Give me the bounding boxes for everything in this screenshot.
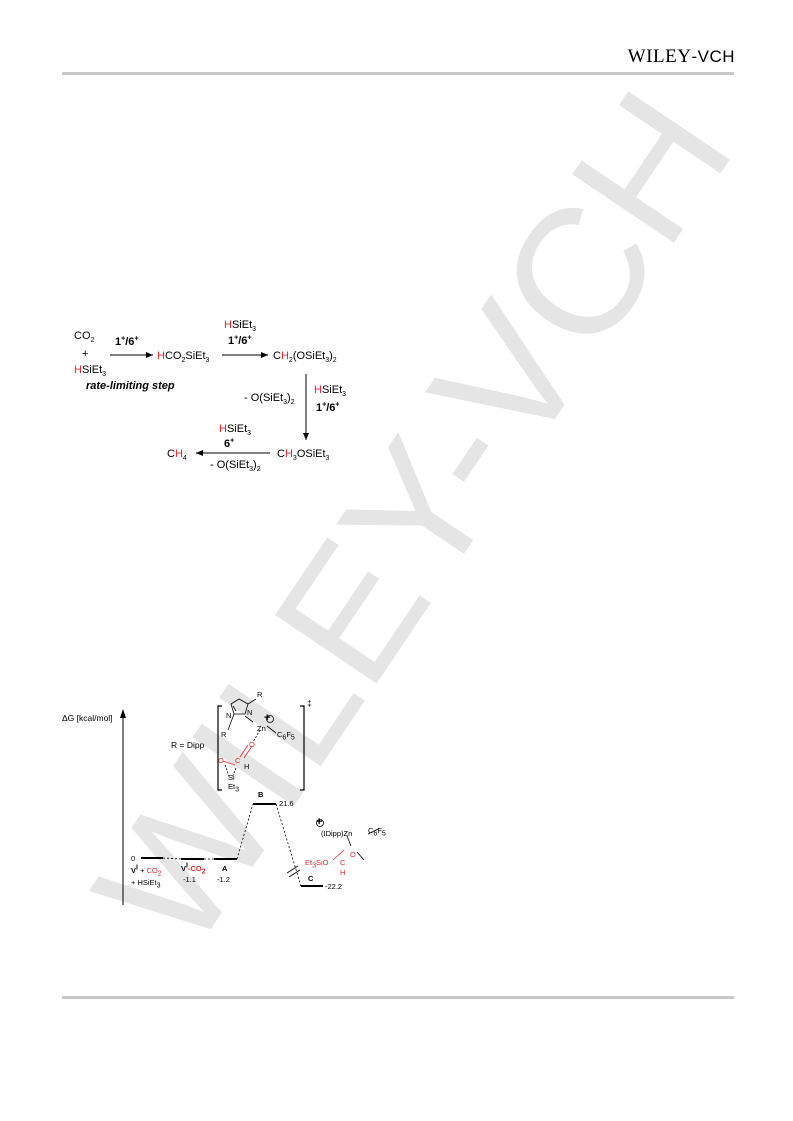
footer-rule xyxy=(62,996,734,999)
ts-h-atom: H xyxy=(244,762,250,771)
catalyst-label-1: 1+/6+ xyxy=(115,335,139,348)
y-axis-label: ΔG [kcal/mol] xyxy=(62,713,113,723)
level-v1-co2-value: 0 xyxy=(131,854,136,863)
ts-n-atom-1: N xyxy=(247,708,253,717)
energy-diagram-lines xyxy=(120,698,379,905)
axis-break-2 xyxy=(288,869,301,878)
product-structure xyxy=(266,715,379,861)
product-formate: HCO2SiEt3 xyxy=(157,350,210,365)
ts-si-atom: Si xyxy=(228,773,235,782)
level-b-label: B xyxy=(258,790,264,799)
reagent-silane-4: HSiEt3 xyxy=(219,423,252,438)
publisher-logo: WILEY-VCH xyxy=(627,46,735,67)
reactant-co2: CO2 xyxy=(74,330,95,345)
connector-4 xyxy=(275,803,302,887)
prod-et3sio: Et3SiO xyxy=(305,858,329,870)
catalyst-label-3: 1+/6+ xyxy=(316,401,340,414)
product-methoxysilane: CH3OSiEt3 xyxy=(277,448,330,463)
connector-3 xyxy=(236,803,254,860)
header-rule xyxy=(62,72,734,75)
ts-n-atom-2: N xyxy=(226,711,232,720)
ts-o-atom-1: O xyxy=(249,740,255,749)
prod-c-atom: C xyxy=(340,858,346,867)
level-a-label: A xyxy=(222,864,228,873)
reagent-silane-2: HSiEt3 xyxy=(224,319,257,334)
ts-et3: Et3 xyxy=(228,782,239,794)
level-c-value: -22.2 xyxy=(325,882,343,891)
product-acetal: CH2(OSiEt3)2 xyxy=(273,350,337,365)
level-b-value: 21.6 xyxy=(279,799,294,808)
level-a-value: -1.2 xyxy=(217,875,230,884)
prod-h-atom: H xyxy=(340,868,346,877)
r-definition: R = Dipp xyxy=(171,740,205,750)
ts-charge-plus: + xyxy=(264,712,271,724)
catalyst-label-4: 6+ xyxy=(224,437,235,450)
ts-o-atom-2: O xyxy=(218,756,224,765)
prod-c6f5: C6F5 xyxy=(368,826,386,838)
plus-sign: + xyxy=(82,348,89,360)
loss-siloxane-2: - O(SiEt3)2 xyxy=(210,459,261,474)
ts-r-group-2: R xyxy=(221,730,227,739)
connector-1 xyxy=(162,857,182,860)
prod-charge-plus: + xyxy=(316,816,323,828)
ts-r-group-1: R xyxy=(257,690,263,699)
prod-o-atom-1: O xyxy=(350,850,356,859)
ts-c6f5: C6F5 xyxy=(277,730,295,742)
prod-idipp-zn: (IDipp)Zn xyxy=(321,829,353,838)
level-v1co2-label: VI-CO2 xyxy=(181,862,206,876)
y-axis-arrowhead xyxy=(120,709,126,718)
reactant-silane: HSiEt3 xyxy=(74,364,107,379)
ts-c-atom: C xyxy=(235,756,241,765)
level-v1co2-value: -1.1 xyxy=(183,875,196,884)
ts-structure xyxy=(222,698,277,779)
level-v1-co2-silane: + HSiEt3 xyxy=(131,878,161,890)
loss-siloxane-1: - O(SiEt3)2 xyxy=(244,392,295,407)
ts-bracket-left xyxy=(217,705,222,791)
level-c-label: C xyxy=(308,874,314,883)
ts-zn-atom: Zn xyxy=(257,724,266,733)
level-v1-co2-label: VI + CO2 xyxy=(131,864,162,878)
scheme-arrows xyxy=(110,352,309,456)
catalyst-label-2: 1+/6+ xyxy=(228,334,252,347)
rate-limiting-label: rate-limiting step xyxy=(86,380,175,392)
axis-break-1 xyxy=(286,865,299,874)
reagent-silane-3: HSiEt3 xyxy=(314,384,347,399)
product-methane: CH4 xyxy=(167,448,187,463)
ts-double-dagger: ‡ xyxy=(307,698,312,708)
ts-bracket-right xyxy=(300,705,305,791)
